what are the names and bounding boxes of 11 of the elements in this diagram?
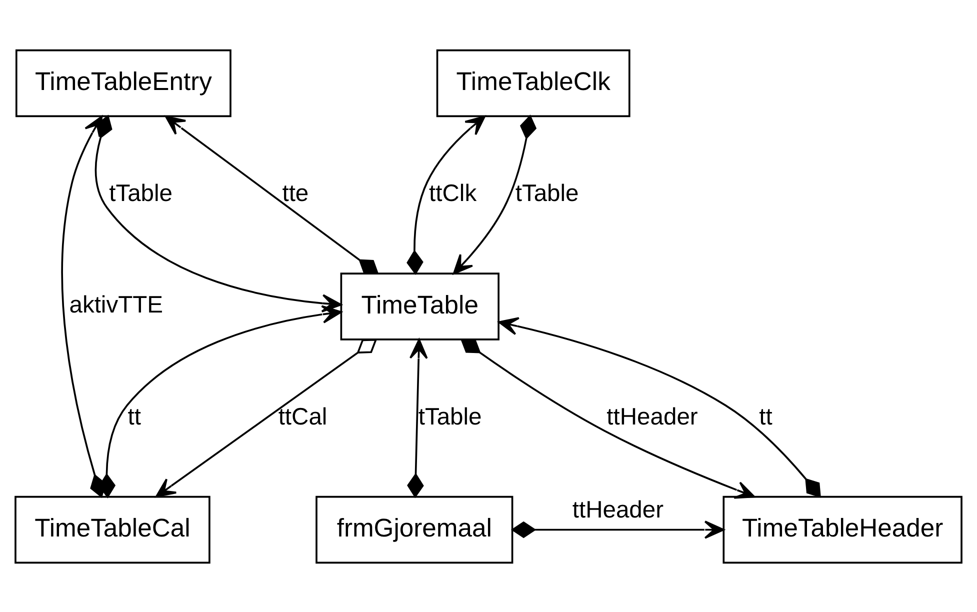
edge-label: ttHeader (572, 496, 664, 524)
edge-label: ttClk (429, 180, 477, 207)
edge-label: tTable (109, 180, 173, 207)
edge-label: tt (128, 402, 142, 430)
edge-label: aktivTTE (69, 291, 164, 318)
edge-label: tt (759, 402, 772, 430)
edge-label: tTable (515, 180, 579, 207)
edge-label: tte (282, 180, 309, 207)
edge-label: ttHeader (606, 402, 698, 430)
edge-label: ttCal (278, 402, 328, 430)
edge-label: tTable (418, 402, 482, 430)
